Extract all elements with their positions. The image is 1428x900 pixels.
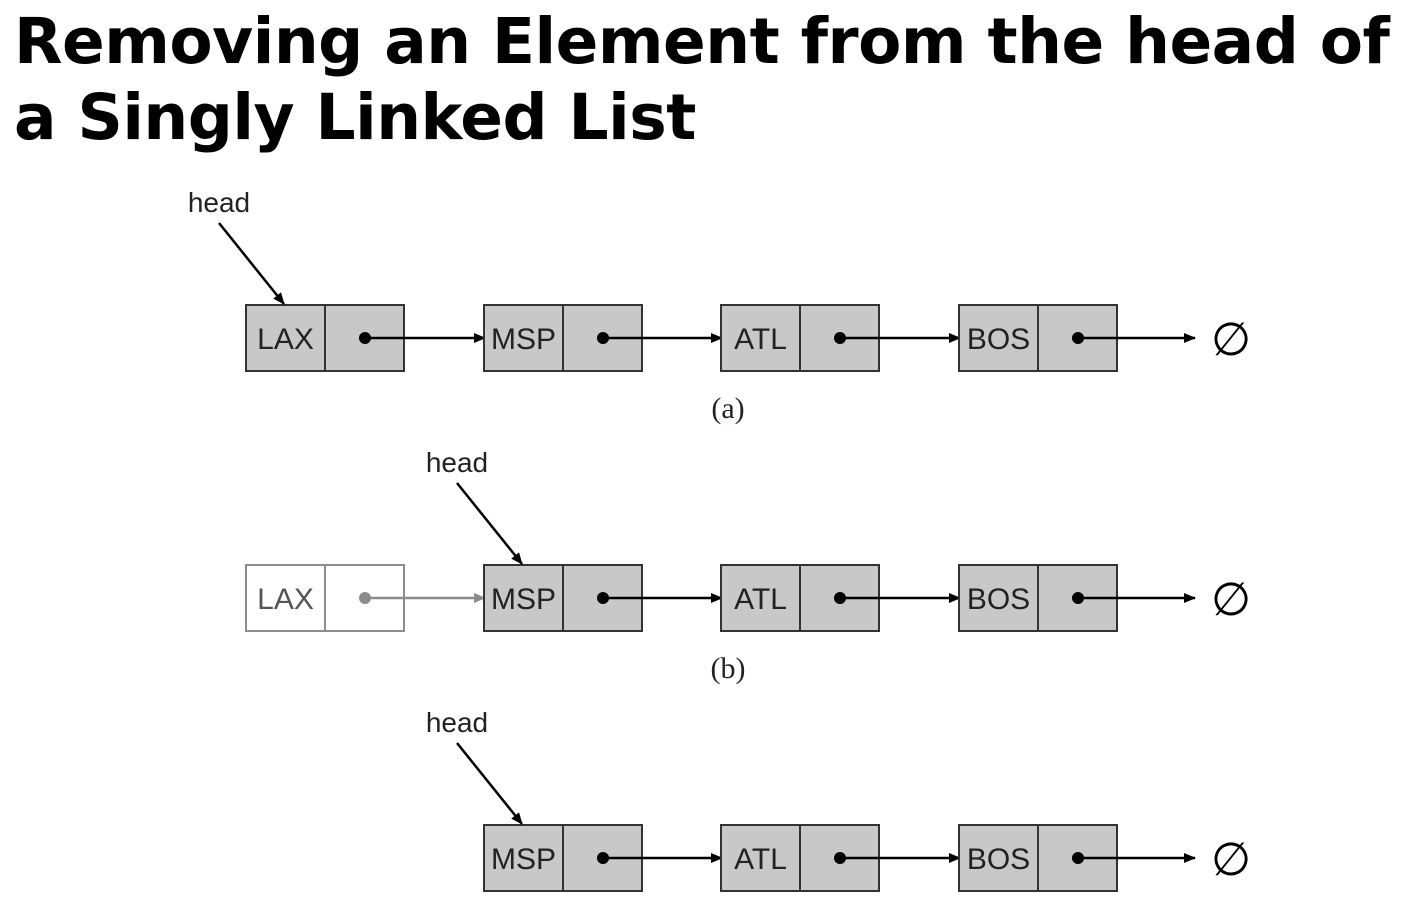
diagram-b: LAX MSP ATL BOS ∅ head (b) xyxy=(245,447,1251,685)
list-node-bos: BOS xyxy=(958,564,1196,632)
head-pointer-arrow xyxy=(456,742,523,825)
diagram-c: MSP ATL BOS ∅ head xyxy=(426,707,1251,892)
list-node-atl: ATL xyxy=(720,564,961,632)
title-line-1: Removing an Element from the head of xyxy=(14,5,1390,78)
node-label: LAX xyxy=(257,583,314,616)
null-symbol: ∅ xyxy=(1211,573,1251,625)
node-label: BOS xyxy=(967,843,1030,876)
head-label: head xyxy=(426,707,488,738)
node-label: LAX xyxy=(257,323,314,356)
list-node-lax: LAX xyxy=(245,304,486,372)
diagram-caption: (a) xyxy=(711,392,744,425)
list-node-atl: ATL xyxy=(720,304,961,372)
node-label: BOS xyxy=(967,323,1030,356)
list-node-msp: MSP xyxy=(483,564,723,632)
title-line-2: a Singly Linked List xyxy=(14,81,696,154)
null-symbol: ∅ xyxy=(1211,313,1251,365)
list-node-msp: MSP xyxy=(483,304,723,372)
head-pointer-arrow xyxy=(456,482,523,565)
node-label: BOS xyxy=(967,583,1030,616)
list-node-msp: MSP xyxy=(483,824,723,892)
list-node-lax: LAX xyxy=(245,564,486,632)
node-label: ATL xyxy=(734,583,787,616)
head-pointer-arrow xyxy=(218,222,285,305)
list-node-bos: BOS xyxy=(958,824,1196,892)
list-node-bos: BOS xyxy=(958,304,1196,372)
null-symbol: ∅ xyxy=(1211,833,1251,885)
head-label: head xyxy=(426,447,488,478)
node-label: ATL xyxy=(734,843,787,876)
diagram-caption: (b) xyxy=(711,652,746,685)
head-label: head xyxy=(188,187,250,218)
node-label: MSP xyxy=(491,843,556,876)
list-node-atl: ATL xyxy=(720,824,961,892)
diagram-a: LAX MSP ATL BOS ∅ head (a) xyxy=(188,187,1251,425)
node-label: MSP xyxy=(491,323,556,356)
node-label: MSP xyxy=(491,583,556,616)
node-label: ATL xyxy=(734,323,787,356)
page-title: Removing an Element from the head of a S… xyxy=(14,4,1390,156)
